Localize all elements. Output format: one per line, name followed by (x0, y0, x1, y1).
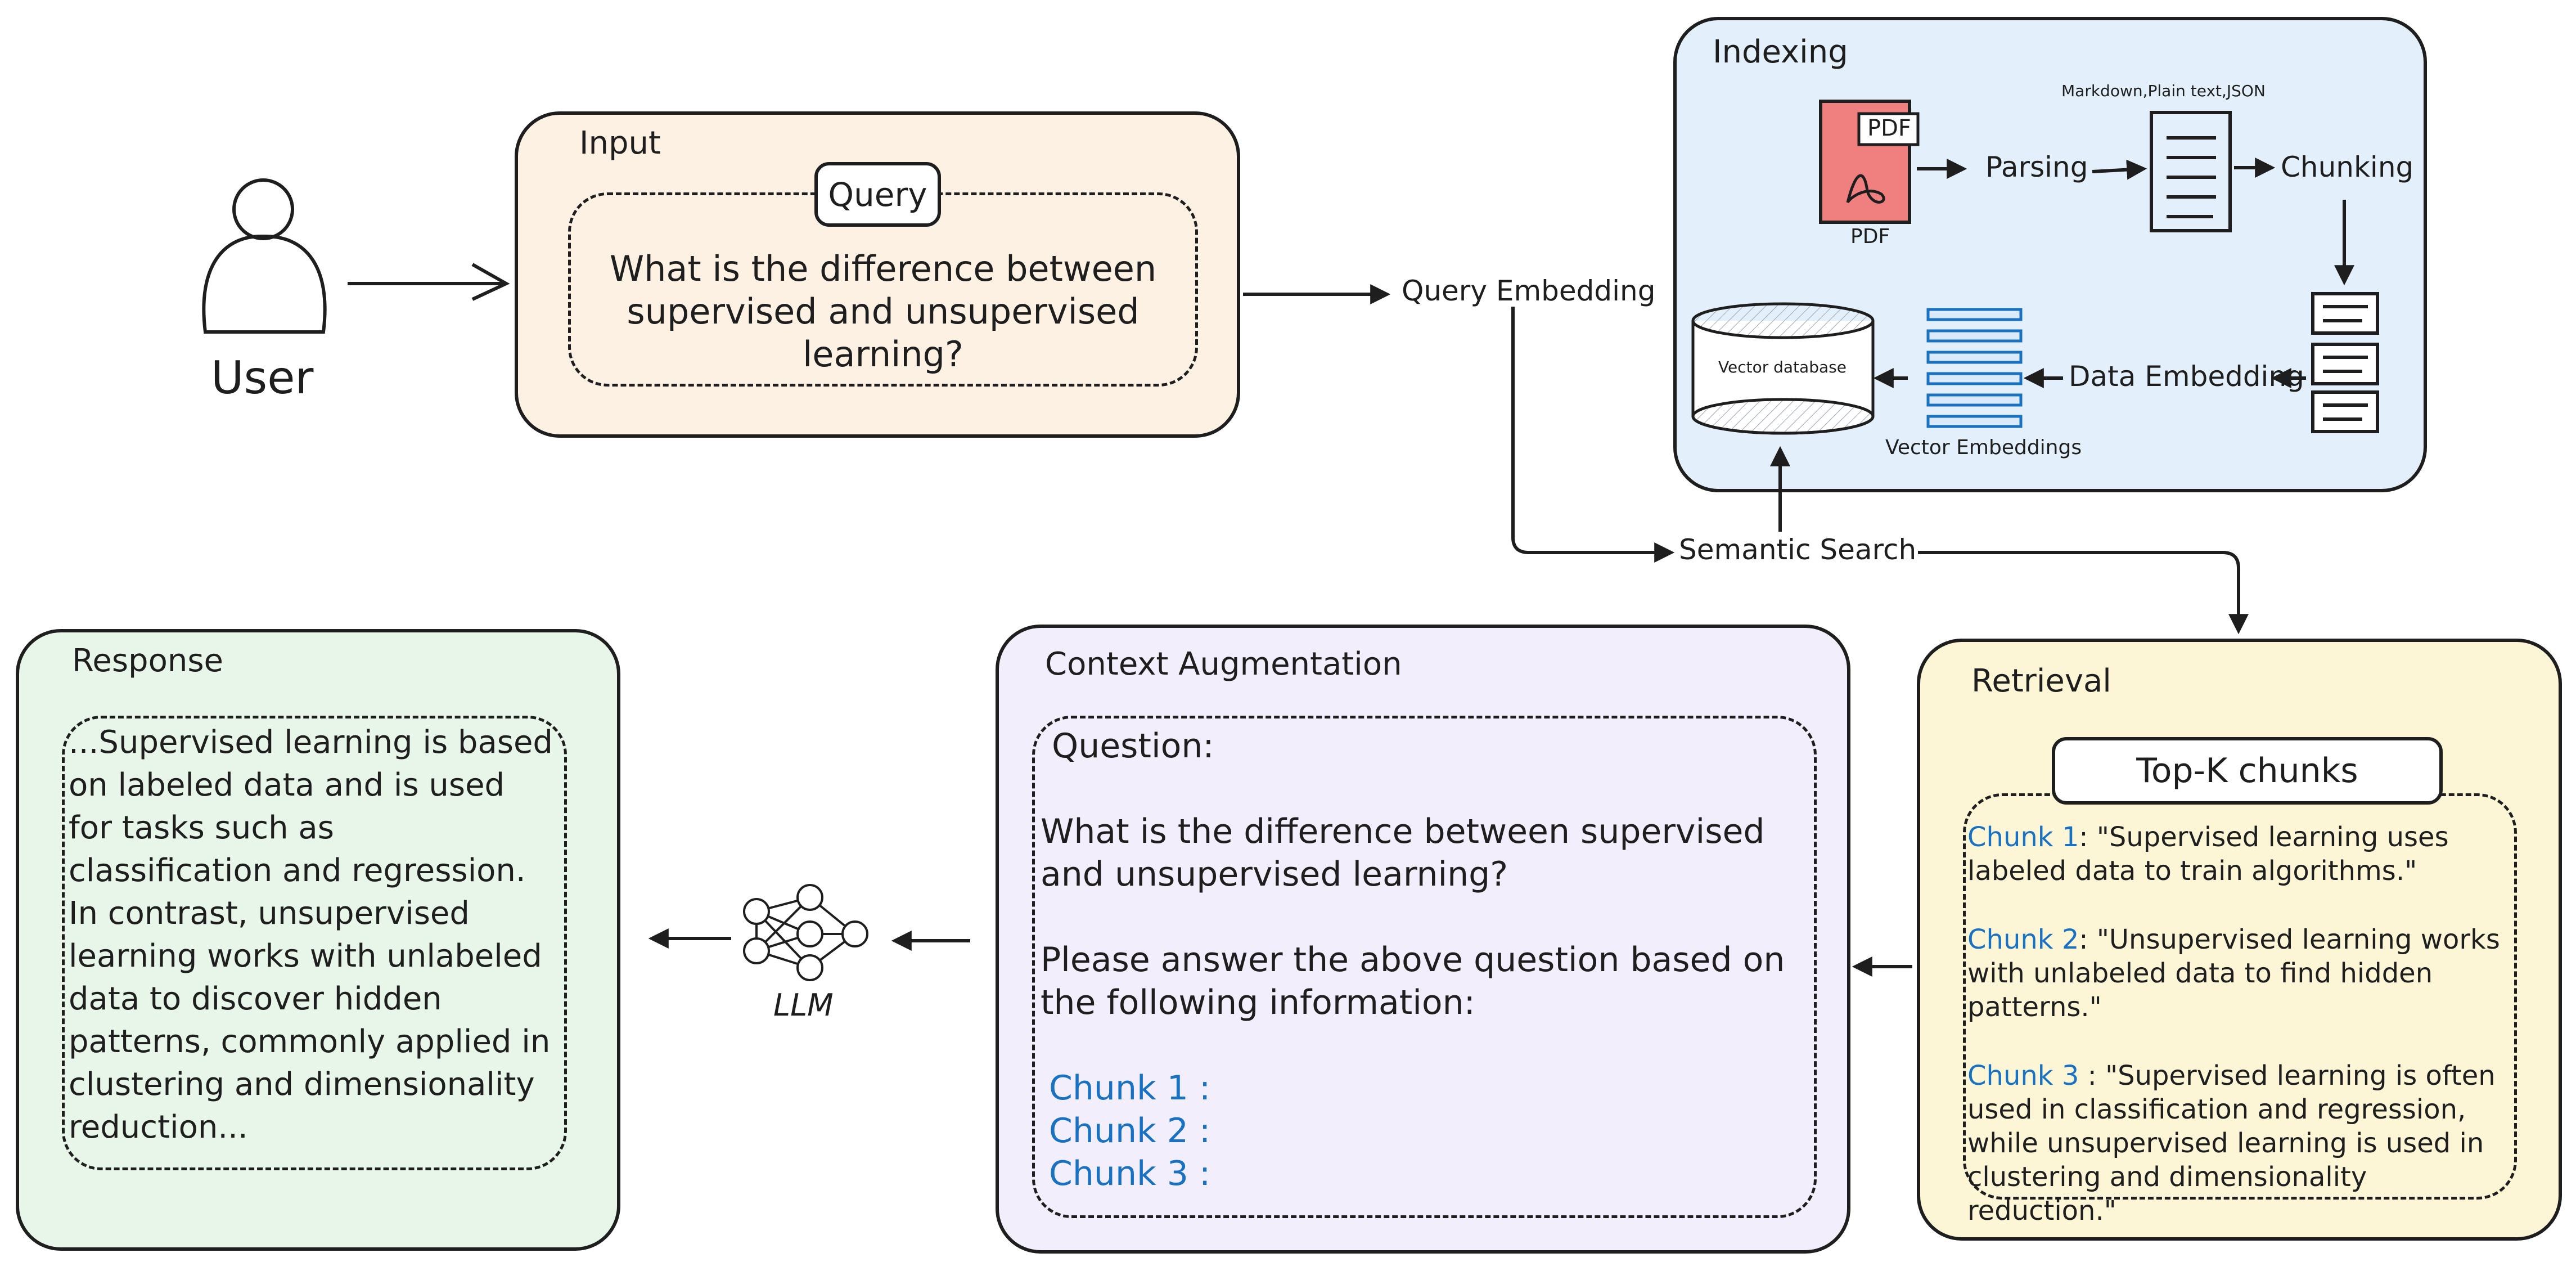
chunk-line: used in classification and regression, (1967, 1094, 2466, 1125)
chunk-line: labeled data to train algorithms." (1967, 855, 2417, 887)
query-embedding-label: Query Embedding (1402, 275, 1656, 307)
prompt-question-line: What is the difference between supervise… (1041, 812, 1765, 851)
chunk-line: patterns." (1967, 991, 2102, 1023)
response-line: clustering and dimensionality (69, 1066, 535, 1103)
vector-database-label: Vector database (1718, 358, 1847, 376)
chunk-line: "Supervised learning is often (2105, 1060, 2496, 1092)
response-text-box (62, 716, 567, 1170)
question-label: Question: (1052, 726, 1214, 766)
chunk-label: Chunk 1 (1967, 821, 2079, 853)
arrow-parsing-to-doc (2092, 159, 2147, 180)
formats-label: Markdown,Plain text,JSON (2061, 82, 2266, 100)
chunk-icons (2311, 292, 2379, 433)
top-k-tag: Top-K chunks (2052, 737, 2443, 805)
chunk-label: Chunk 3 (1967, 1060, 2079, 1092)
chunk-ref: Chunk 2 : (1049, 1111, 1211, 1151)
query-line: supervised and unsupervised (627, 291, 1140, 332)
response-line: reduction... (69, 1109, 248, 1146)
pdf-badge: PDF (1867, 115, 1911, 141)
prompt-instruction-line: Please answer the above question based o… (1041, 940, 1785, 980)
query-tag-label: Query (828, 175, 927, 214)
prompt-instruction-line: the following information: (1041, 983, 1475, 1022)
top-k-tag-label: Top-K chunks (2136, 751, 2358, 791)
chunk-label: Chunk 2 (1967, 924, 2079, 955)
vector-embeddings-label: Vector Embeddings (1885, 436, 2082, 459)
response-title: Response (72, 643, 223, 679)
chunk-line: while unsupervised learning is used in (1967, 1128, 2484, 1159)
indexing-title: Indexing (1713, 34, 1848, 70)
vector-embeddings-icon (1926, 308, 2023, 428)
semantic-search-label: Semantic Search (1679, 533, 1917, 566)
context-panel (996, 625, 1850, 1254)
chunk-line: "Supervised learning uses (2096, 821, 2449, 853)
user-label: User (211, 352, 314, 404)
response-line: ...Supervised learning is based (69, 724, 553, 761)
parsed-document-icon (2150, 111, 2232, 232)
arrow-embedding-to-search (1511, 307, 1675, 563)
response-line: classification and regression. (69, 852, 526, 889)
neural-network-icon (743, 884, 868, 981)
prompt-question-line: and unsupervised learning? (1041, 855, 1508, 894)
response-panel (16, 629, 620, 1251)
response-line: for tasks such as (69, 810, 334, 846)
retrieval-title: Retrieval (1971, 663, 2111, 699)
query-text: What is the difference between supervise… (574, 248, 1192, 376)
response-line: on labeled data and is used (69, 767, 505, 803)
prompt-text: Question: What is the difference between… (1041, 725, 1811, 1195)
llm-label: LLM (773, 987, 834, 1023)
parsing-label: Parsing (1985, 151, 2088, 183)
response-line: learning works with unlabeled (69, 938, 542, 974)
chunking-label: Chunking (2281, 151, 2414, 183)
user-icon (202, 178, 327, 334)
pdf-label: PDF (1850, 225, 1890, 248)
response-line: data to discover hidden (69, 981, 442, 1017)
query-tag: Query (814, 162, 941, 227)
retrieved-chunk: Chunk 2: "Unsupervised learning works wi… (1967, 923, 2516, 1024)
response-line: patterns, commonly applied in (69, 1023, 551, 1060)
chunk-line: clustering and dimensionality reduction.… (1967, 1161, 2367, 1227)
query-line: learning? (803, 334, 963, 375)
data-embedding-label: Data Embedding (2069, 360, 2304, 393)
chunk-line: with unlabeled data to find hidden (1967, 958, 2433, 989)
response-line: In contrast, unsupervised (69, 895, 470, 932)
chunk-ref: Chunk 1 : (1049, 1068, 1211, 1108)
chunk-ref: Chunk 3 : (1049, 1154, 1211, 1193)
retrieved-chunk: Chunk 1: "Supervised learning uses label… (1967, 820, 2516, 888)
context-title: Context Augmentation (1045, 646, 1402, 682)
pdf-file-icon (1819, 100, 1920, 224)
chunk-line: "Unsupervised learning works (2096, 924, 2500, 955)
query-line: What is the difference between (609, 248, 1157, 289)
retrieved-chunks: Chunk 1: "Supervised learning uses label… (1967, 820, 2516, 1228)
vector-database-icon (1691, 302, 1875, 435)
prompt-box (1032, 716, 1817, 1218)
arrow-search-to-retrieval (1918, 551, 2249, 635)
retrieved-chunk: Chunk 3 : "Supervised learning is often … (1967, 1059, 2516, 1228)
response-text: ...Supervised learning is based on label… (69, 721, 564, 1149)
input-title: Input (579, 125, 661, 161)
